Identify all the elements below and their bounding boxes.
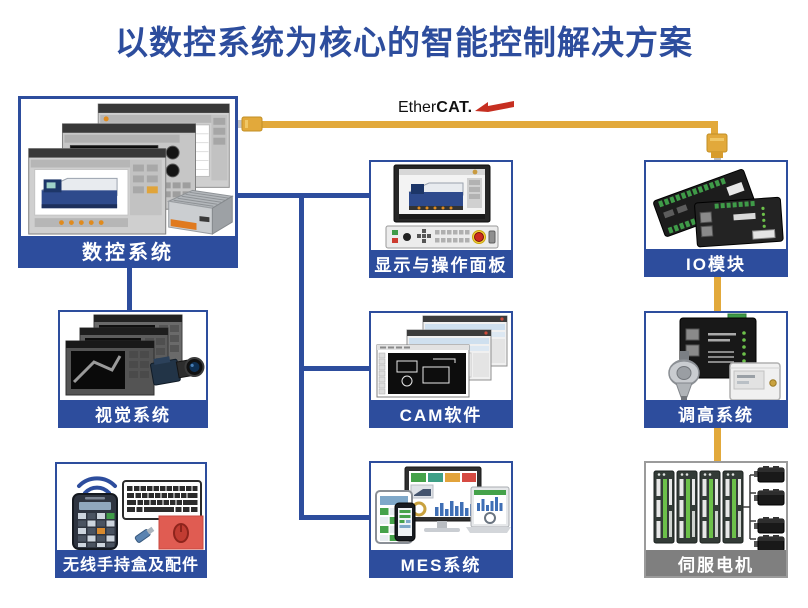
cam-window-front (376, 344, 470, 398)
mes-monitor (404, 466, 482, 532)
ethercat-text-regular: Ether (398, 99, 437, 116)
node-label-cnc: 数控系统 (21, 236, 235, 265)
usb-dongle (134, 526, 155, 543)
node-label-servo: 伺服电机 (646, 550, 786, 576)
height-control-illustration (646, 313, 786, 400)
rj45-connector-left (237, 116, 263, 132)
node-label-io: IO模块 (646, 249, 786, 275)
edge-cnc-to-vision (127, 266, 132, 312)
cable-io-to-height (714, 277, 721, 313)
display-panel-illustration (371, 162, 511, 250)
node-servo-motor: 伺服电机 (644, 461, 788, 578)
node-label-vision: 视觉系统 (60, 400, 206, 426)
ethercat-text-bold: CAT. (436, 99, 473, 116)
node-wireless-handheld: 无线手持盒及配件 (55, 462, 207, 578)
cnc-controller-box (167, 189, 234, 235)
cam-software-illustration (371, 313, 511, 400)
servo-motor-illustration (646, 463, 786, 550)
node-io-module: IO模块 (644, 160, 788, 277)
handheld-remote (72, 493, 118, 550)
wireless-handheld-illustration (57, 464, 205, 550)
servo-motors (754, 466, 785, 550)
edge-trunk-to-cam (299, 366, 369, 371)
rj45-connector-right (706, 133, 728, 162)
ethercat-cable-horizontal (258, 121, 718, 128)
node-label-wireless: 无线手持盒及配件 (57, 550, 205, 576)
cable-height-to-servo (714, 428, 721, 463)
sensor-amplifier (729, 362, 781, 400)
cnc-system-illustration (21, 99, 235, 236)
page-title: 以数控系统为核心的智能控制解决方案 (115, 24, 693, 61)
node-vision-system: 视觉系统 (58, 310, 208, 428)
node-height-control: 调高系统 (644, 311, 788, 428)
servo-drives (653, 470, 744, 544)
io-module-illustration (646, 162, 786, 249)
panel-monitor (393, 164, 491, 223)
mes-phone (394, 502, 416, 542)
ethercat-arrow-icon (474, 101, 514, 112)
servo-wiring (743, 474, 756, 540)
mes-kpi-tiles (411, 473, 476, 482)
node-display-panel: 显示与操作面板 (369, 160, 513, 278)
node-label-mes: MES系统 (371, 550, 511, 576)
ethercat-cable-elbow (711, 121, 718, 137)
vision-window-front (65, 340, 155, 396)
vision-system-illustration (60, 312, 206, 400)
mes-system-illustration (371, 463, 511, 550)
keyboard (122, 480, 202, 520)
industrial-camera (150, 356, 205, 386)
edge-trunk-vertical (299, 193, 304, 520)
node-mes-system: MES系统 (369, 461, 513, 578)
node-cnc-system: 数控系统 (18, 96, 238, 268)
cnc-window-front (28, 148, 167, 235)
node-label-cam: CAM软件 (371, 400, 511, 426)
io-module-front (694, 196, 784, 248)
node-label-display-panel: 显示与操作面板 (371, 250, 511, 276)
cutting-head (668, 351, 700, 400)
edge-trunk-to-mes (299, 515, 369, 520)
node-cam-software: CAM软件 (369, 311, 513, 428)
node-label-height-control: 调高系统 (646, 400, 786, 426)
mes-laptop (466, 486, 511, 533)
mouse-pad (158, 515, 204, 550)
operation-panel (385, 225, 499, 249)
